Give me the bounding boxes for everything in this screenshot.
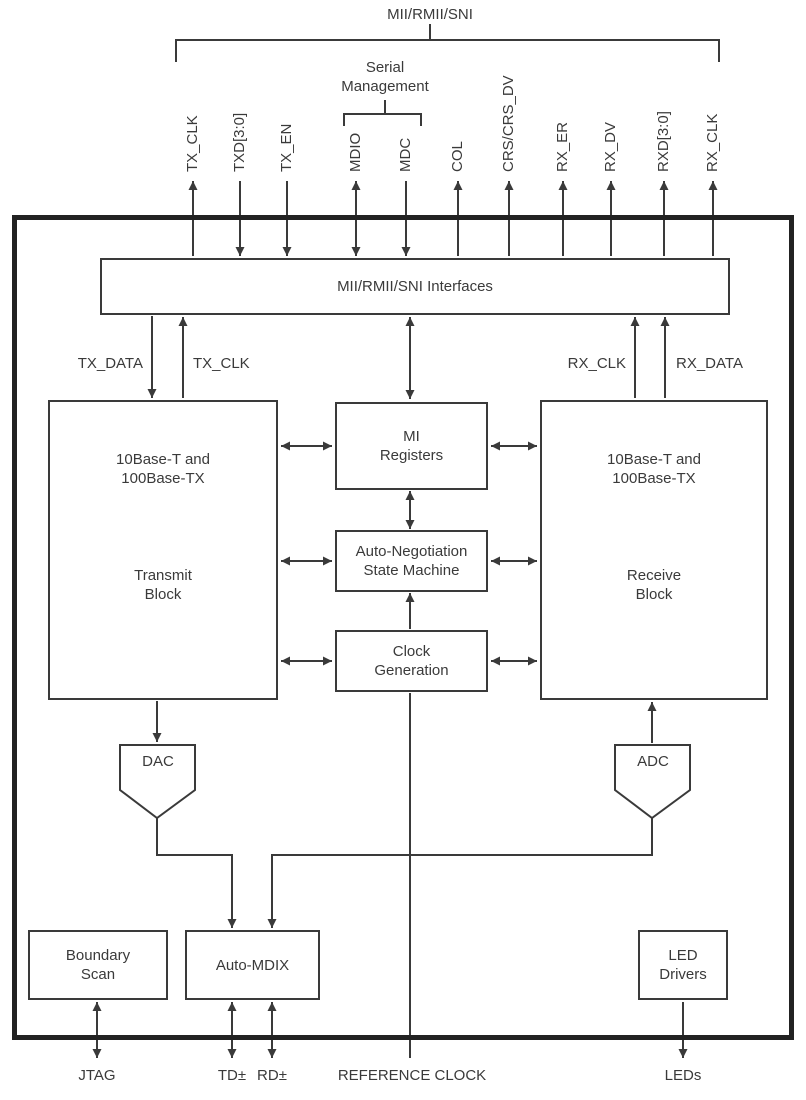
pin-label-mdc: MDC bbox=[397, 137, 414, 172]
led-drivers-block: LED Drivers bbox=[638, 930, 728, 1000]
tx-clk-internal-label: TX_CLK bbox=[193, 355, 250, 372]
adc-label: ADC bbox=[637, 753, 669, 770]
dac-shape bbox=[119, 744, 196, 820]
pin-label-rx-clk: RX_CLK bbox=[704, 113, 721, 172]
pin-label-rxd: RXD[3:0] bbox=[655, 111, 672, 172]
clock-generation-line2: Generation bbox=[374, 662, 449, 679]
auto-negotiation-line1: Auto-Negotiation bbox=[355, 543, 468, 560]
mi-registers-line1: MI bbox=[403, 428, 420, 445]
wire-adc-automdix bbox=[267, 817, 653, 928]
pin-label-txd: TXD[3:0] bbox=[231, 112, 248, 172]
boundary-scan-block: Boundary Scan bbox=[28, 930, 168, 1000]
wire-dac-automdix bbox=[156, 817, 237, 928]
pin-label-reference-clock: REFERENCE CLOCK bbox=[337, 1067, 487, 1084]
pin-label-rd: RD± bbox=[257, 1067, 287, 1084]
receive-block-type-label: 10Base-T and 100Base-TX bbox=[607, 451, 701, 487]
boundary-scan-line1: Boundary bbox=[65, 947, 131, 964]
group-label-mii-rmii-sni: MII/RMII/SNI bbox=[387, 6, 473, 23]
pin-label-td: TD± bbox=[217, 1067, 247, 1084]
rx-data-label: RX_DATA bbox=[676, 355, 743, 372]
pin-label-rx-dv: RX_DV bbox=[602, 121, 619, 172]
auto-mdix-label: Auto-MDIX bbox=[215, 956, 290, 974]
receive-block: 10Base-T and 100Base-TX Receive Block bbox=[540, 400, 768, 700]
tx-data-label: TX_DATA bbox=[77, 355, 143, 372]
clock-generation-block: Clock Generation bbox=[335, 630, 488, 692]
led-drivers-line1: LED bbox=[668, 947, 698, 964]
boundary-scan-line2: Scan bbox=[80, 966, 116, 983]
pin-label-crs: CRS/CRS_DV bbox=[500, 75, 517, 172]
receive-block-name-label: Receive Block bbox=[626, 567, 682, 603]
chip-outline bbox=[12, 215, 794, 1040]
auto-mdix-block: Auto-MDIX bbox=[185, 930, 320, 1000]
led-drivers-line2: Drivers bbox=[659, 966, 707, 983]
transmit-block-name-label: Transmit Block bbox=[134, 567, 192, 603]
serial-management-label: Serial Management bbox=[310, 58, 460, 96]
auto-negotiation-line2: State Machine bbox=[363, 562, 460, 579]
auto-negotiation-block: Auto-Negotiation State Machine bbox=[335, 530, 488, 592]
serial-management-line1: Serial bbox=[365, 59, 405, 76]
transmit-block: 10Base-T and 100Base-TX Transmit Block bbox=[48, 400, 278, 700]
transmit-block-type-label: 10Base-T and 100Base-TX bbox=[116, 451, 210, 487]
pin-label-tx-clk: TX_CLK bbox=[184, 115, 201, 172]
pin-label-leds: LEDs bbox=[664, 1067, 702, 1084]
serial-management-line2: Management bbox=[341, 78, 429, 95]
pin-label-jtag: JTAG bbox=[78, 1067, 116, 1084]
pin-label-rx-er: RX_ER bbox=[554, 121, 571, 172]
dac-label: DAC bbox=[142, 753, 174, 770]
mii-interfaces-block: MII/RMII/SNI Interfaces bbox=[100, 258, 730, 315]
mi-registers-block: MI Registers bbox=[335, 402, 488, 490]
mi-registers-line2: Registers bbox=[379, 447, 444, 464]
adc-shape bbox=[614, 744, 691, 820]
pin-label-col: COL bbox=[449, 141, 466, 172]
clock-generation-line1: Clock bbox=[392, 643, 431, 660]
pin-label-tx-en: TX_EN bbox=[278, 123, 295, 172]
rx-clk-internal-label: RX_CLK bbox=[567, 355, 626, 372]
pin-label-mdio: MDIO bbox=[347, 132, 364, 172]
mii-interfaces-label: MII/RMII/SNI Interfaces bbox=[337, 278, 493, 295]
